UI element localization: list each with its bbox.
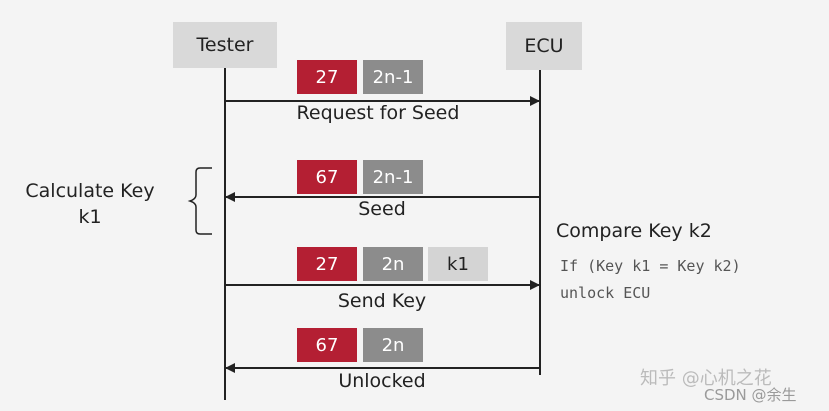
tester-actor-box: Tester bbox=[173, 22, 277, 68]
ecu-note-title: Compare Key k2 bbox=[556, 220, 712, 242]
tester-note-line1: Calculate Key bbox=[25, 180, 155, 202]
msg1-label: Request for Seed bbox=[296, 102, 460, 124]
msg2-label: Seed bbox=[358, 198, 406, 220]
ecu-label: ECU bbox=[524, 35, 564, 57]
msg3-label: Send Key bbox=[337, 290, 427, 312]
msg2-subfunction-field: 2n-1 bbox=[363, 160, 423, 194]
msg4-label: Unlocked bbox=[338, 370, 426, 392]
tester-label: Tester bbox=[196, 34, 254, 56]
msg4-sid-field: 67 bbox=[297, 328, 357, 362]
tester-note: Calculate Key k1 bbox=[14, 178, 166, 230]
msg3-subfunction-field: 2n bbox=[363, 247, 423, 281]
msg4-subfunction-field: 2n bbox=[363, 328, 423, 362]
msg2-sid-field: 67 bbox=[297, 160, 357, 194]
msg3-key-field: k1 bbox=[428, 247, 488, 281]
tester-note-bracket bbox=[187, 167, 212, 235]
ecu-note-code-line2: unlock ECU bbox=[560, 284, 651, 302]
csdn-watermark: CSDN @余生 bbox=[704, 386, 797, 404]
msg1-sid-field: 27 bbox=[297, 60, 357, 94]
tester-note-line2: k1 bbox=[78, 206, 102, 228]
ecu-actor-box: ECU bbox=[506, 22, 582, 70]
ecu-note-code-line1: If (Key k1 = Key k2) bbox=[560, 257, 741, 275]
msg3-sid-field: 27 bbox=[297, 247, 357, 281]
msg1-subfunction-field: 2n-1 bbox=[363, 60, 423, 94]
zhihu-watermark: 知乎 @心机之花 bbox=[640, 368, 772, 389]
